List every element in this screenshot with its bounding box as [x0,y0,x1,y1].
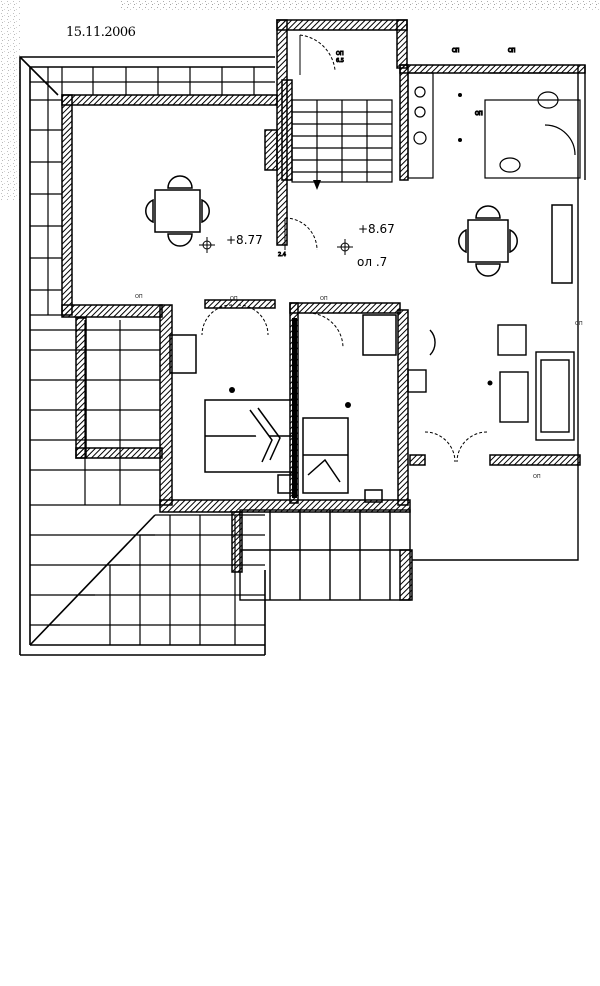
svg-text:ОП: ОП [336,51,344,57]
roof-outline [19,56,275,656]
plan-annotations: ОП ОП ОП ОП ОП [135,294,583,480]
svg-text:ОП: ОП [533,474,541,480]
svg-text:СП: СП [452,48,459,54]
east-outline [412,65,586,561]
scan-noise-top [120,0,600,10]
svg-text:6.5: 6.5 [336,58,344,64]
light-points [229,93,493,408]
stair-door: ОП 6.5 [299,34,344,75]
bedroom-partition [292,318,297,498]
bed-single [302,314,397,503]
level-marker-center [337,239,353,255]
svg-text:СП: СП [508,48,515,54]
roof-rafters-top [30,67,275,95]
terrace-door-right [424,431,488,463]
svg-text:ОП: ОП [575,321,583,327]
level-label-left: +8.77 [226,233,263,247]
roof-rafters-left [30,67,62,316]
level-label-center: +8.67 [358,222,395,236]
bedroom-door-2 [307,312,344,349]
living-furniture-right [407,324,575,441]
level-note: ол .7 [357,255,387,269]
walls [61,19,586,601]
bedroom-door-1 [201,304,269,336]
dining-table-right [458,204,573,284]
svg-text:2.4: 2.4 [278,252,286,258]
svg-text:ОП: ОП [320,296,328,302]
svg-text:ОП: ОП [475,111,483,117]
date-stamp: 15.11.2006 [66,25,136,40]
roof-rafters-lower [30,320,265,645]
bed-double [169,334,294,494]
dining-table-left [145,175,210,247]
svg-text:ОП: ОП [135,294,143,300]
level-marker-left [199,237,215,253]
kitchen-bath: СП СП ОП [407,47,581,179]
svg-text:ОП: ОП [230,296,238,302]
living-door: 2.4 [278,217,318,259]
scan-noise-left [0,0,20,200]
stair-arrow-icon [313,180,321,190]
staircase [291,99,393,183]
